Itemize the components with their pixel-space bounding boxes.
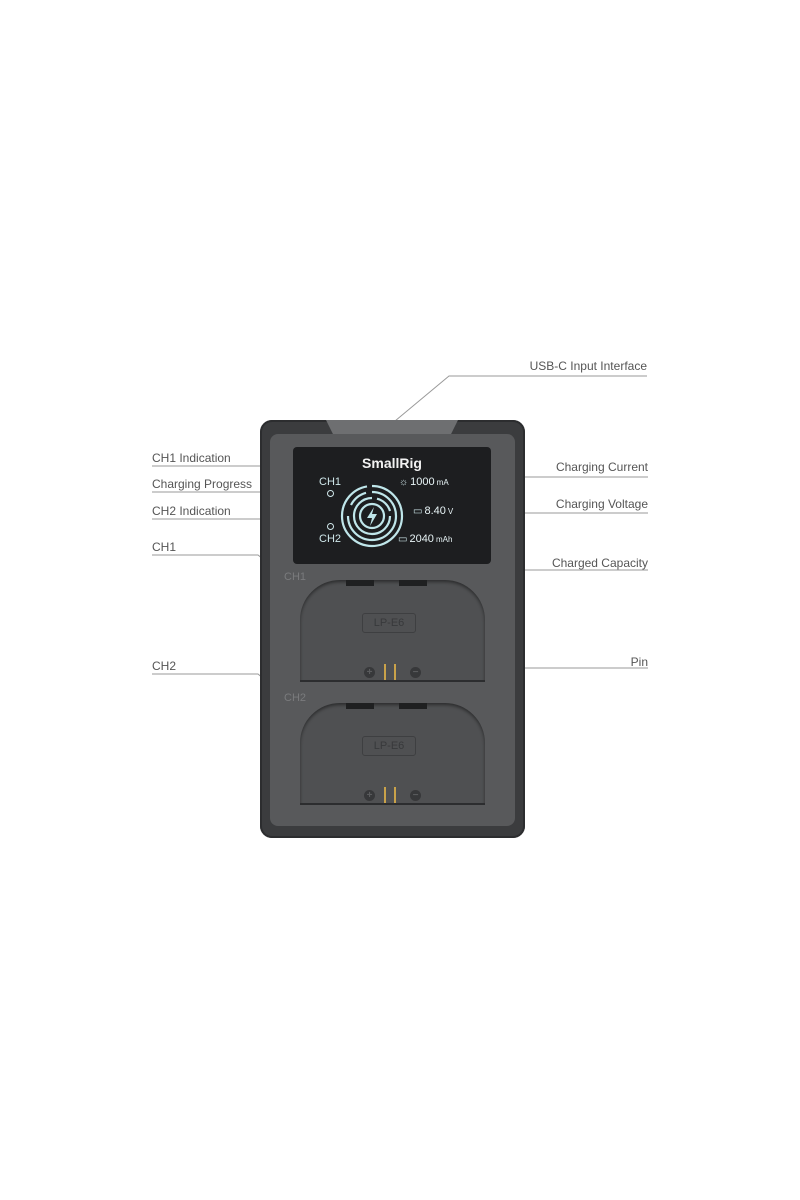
- slot-ch2-label: CH2: [284, 692, 307, 704]
- sun-icon: ☼: [399, 477, 409, 488]
- callout-ch2: CH2: [152, 659, 177, 673]
- brand-logo: SmallRig: [362, 455, 422, 471]
- callout-ch2-indication: CH2 Indication: [152, 504, 231, 518]
- charging-pin: [384, 664, 386, 680]
- ch2-indicator-dot: [327, 523, 334, 530]
- plus-terminal-icon: +: [364, 667, 375, 678]
- plus-terminal-icon: +: [364, 790, 375, 801]
- latch-tab: [346, 580, 374, 586]
- callout-pin: Pin: [630, 655, 648, 669]
- callout-charged-capacity: Charged Capacity: [551, 556, 648, 570]
- charging-progress-ring-icon: [340, 484, 404, 548]
- callout-charging-voltage: Charging Voltage: [555, 497, 648, 511]
- slot-rail: [300, 680, 485, 682]
- callout-charging-progress: Charging Progress: [152, 477, 253, 491]
- lightning-bolt-icon: [367, 507, 377, 526]
- slot-ch1-label: CH1: [284, 571, 307, 583]
- ch1-indicator-label: CH1: [319, 476, 342, 488]
- usb-c-port: [326, 420, 458, 436]
- battery-model-label: LP-E6: [362, 736, 416, 756]
- charging-pin: [384, 787, 386, 803]
- callout-usb-c-input: USB-C Input Interface: [529, 359, 647, 373]
- callout-charging-current: Charging Current: [555, 460, 648, 474]
- slot-rail: [300, 803, 485, 805]
- charging-pin: [394, 664, 396, 680]
- ch1-indicator-dot: [327, 490, 334, 497]
- minus-terminal-icon: −: [410, 667, 421, 678]
- latch-tab: [399, 580, 427, 586]
- callout-ch1: CH1: [152, 540, 177, 554]
- minus-terminal-icon: −: [410, 790, 421, 801]
- latch-tab: [399, 703, 427, 709]
- battery-icon: ▭: [398, 534, 408, 545]
- latch-tab: [346, 703, 374, 709]
- battery-model-label: LP-E6: [362, 613, 416, 633]
- battery-slot-ch1: LP-E6 + −: [300, 580, 485, 682]
- battery-slot-ch2: LP-E6 + −: [300, 703, 485, 805]
- voltage-icon: ▭: [413, 506, 423, 517]
- callout-ch1-indication: CH1 Indication: [152, 451, 231, 465]
- ch2-indicator-label: CH2: [319, 533, 342, 545]
- charging-pin: [394, 787, 396, 803]
